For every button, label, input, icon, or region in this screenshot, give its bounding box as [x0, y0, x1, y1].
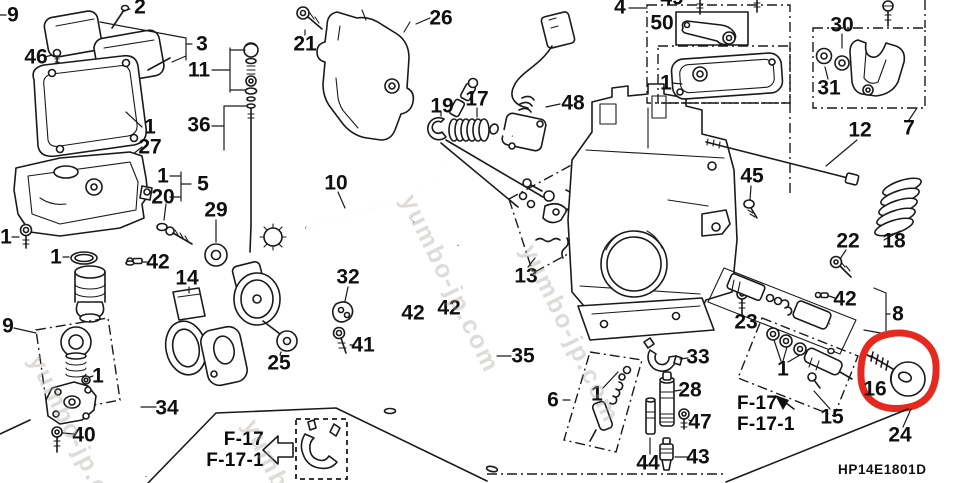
- part-17-spring-drawing: [448, 107, 490, 142]
- part-44-jet-drawing: [645, 397, 656, 455]
- part-43-jet-drawing: [659, 437, 690, 471]
- diagram-code: HP14E1801D: [838, 462, 927, 477]
- part-32-bracket-drawing: [331, 286, 354, 323]
- part-1-ring-drawing: [62, 251, 98, 265]
- part-25-linkage-drawing: [231, 260, 298, 356]
- part-35-hose-drawing: [383, 214, 512, 473]
- part-7-clevis-set-drawing: [812, 0, 926, 121]
- figure-ref-line1: F-17: [223, 429, 264, 450]
- part-40-bolt-drawing: [51, 426, 75, 453]
- part-46-screw-drawing: [44, 48, 62, 66]
- pump-cover-drawing: [74, 265, 106, 323]
- part-16-screw-drawing: [861, 351, 926, 397]
- part-15-jet-group-drawing: [737, 317, 859, 417]
- part-10-cable-drawing: [259, 77, 479, 251]
- part-1-gasket-drawing: [32, 54, 148, 159]
- part-19-clip-drawing: [427, 111, 544, 208]
- highlight-circle: [857, 329, 940, 412]
- part-3-pin-drawing: [99, 21, 193, 71]
- part-18-spring-drawing: [874, 177, 922, 241]
- figure-ref-bottom-left: F-17 F-17-1: [168, 429, 264, 472]
- part-12-rod-drawing: [705, 138, 860, 186]
- part-9-pump-set-drawing: [13, 317, 121, 425]
- figure-ref-right: F-17 F-17-1: [737, 393, 795, 436]
- part-33-clamp-drawing: [643, 337, 689, 372]
- arrow-left-icon: [262, 435, 294, 465]
- part-48-sensor-drawing: [489, 11, 576, 152]
- part-6-screw-set-drawing: [562, 351, 643, 453]
- part-28-holder-drawing: [659, 371, 682, 427]
- part-21-bolt-drawing: [296, 6, 323, 36]
- bottom-separator-lines: [0, 407, 909, 483]
- part-27-float-bowl-drawing: [13, 151, 153, 237]
- arrow-upleft-icon: [775, 395, 795, 410]
- part-20-drain-set-drawing: [156, 171, 193, 245]
- part-41-bolt-drawing: [332, 326, 355, 354]
- part-24-leader: [902, 408, 912, 428]
- part-45-bolt-drawing: [743, 185, 758, 219]
- part-34-tube-drawing: [125, 260, 157, 477]
- top-cover-set-drawing: [628, 0, 791, 196]
- part-36-jet-needle-drawing: [211, 103, 256, 253]
- part-29-roller-drawing: [204, 219, 228, 267]
- part-11-valve-set-drawing: [211, 42, 259, 102]
- carburetor-body-drawing: [567, 83, 738, 341]
- part-26-cover-drawing: [316, 9, 431, 141]
- part-47-screw-drawing: [678, 408, 692, 430]
- part-22-bolt-drawing: [829, 249, 852, 278]
- figure-ref-line2: F-17-1: [206, 450, 264, 472]
- part-8-jet-set-drawing: [707, 267, 891, 355]
- part-14-diaphragm-drawing: [164, 286, 248, 387]
- part-1-drain-bolt-drawing: [11, 223, 33, 249]
- figure-ref-line2: F-17-1: [737, 414, 795, 436]
- figure-ref-line1: F-17: [737, 393, 778, 414]
- clamp-ref-box-drawing: [295, 418, 348, 480]
